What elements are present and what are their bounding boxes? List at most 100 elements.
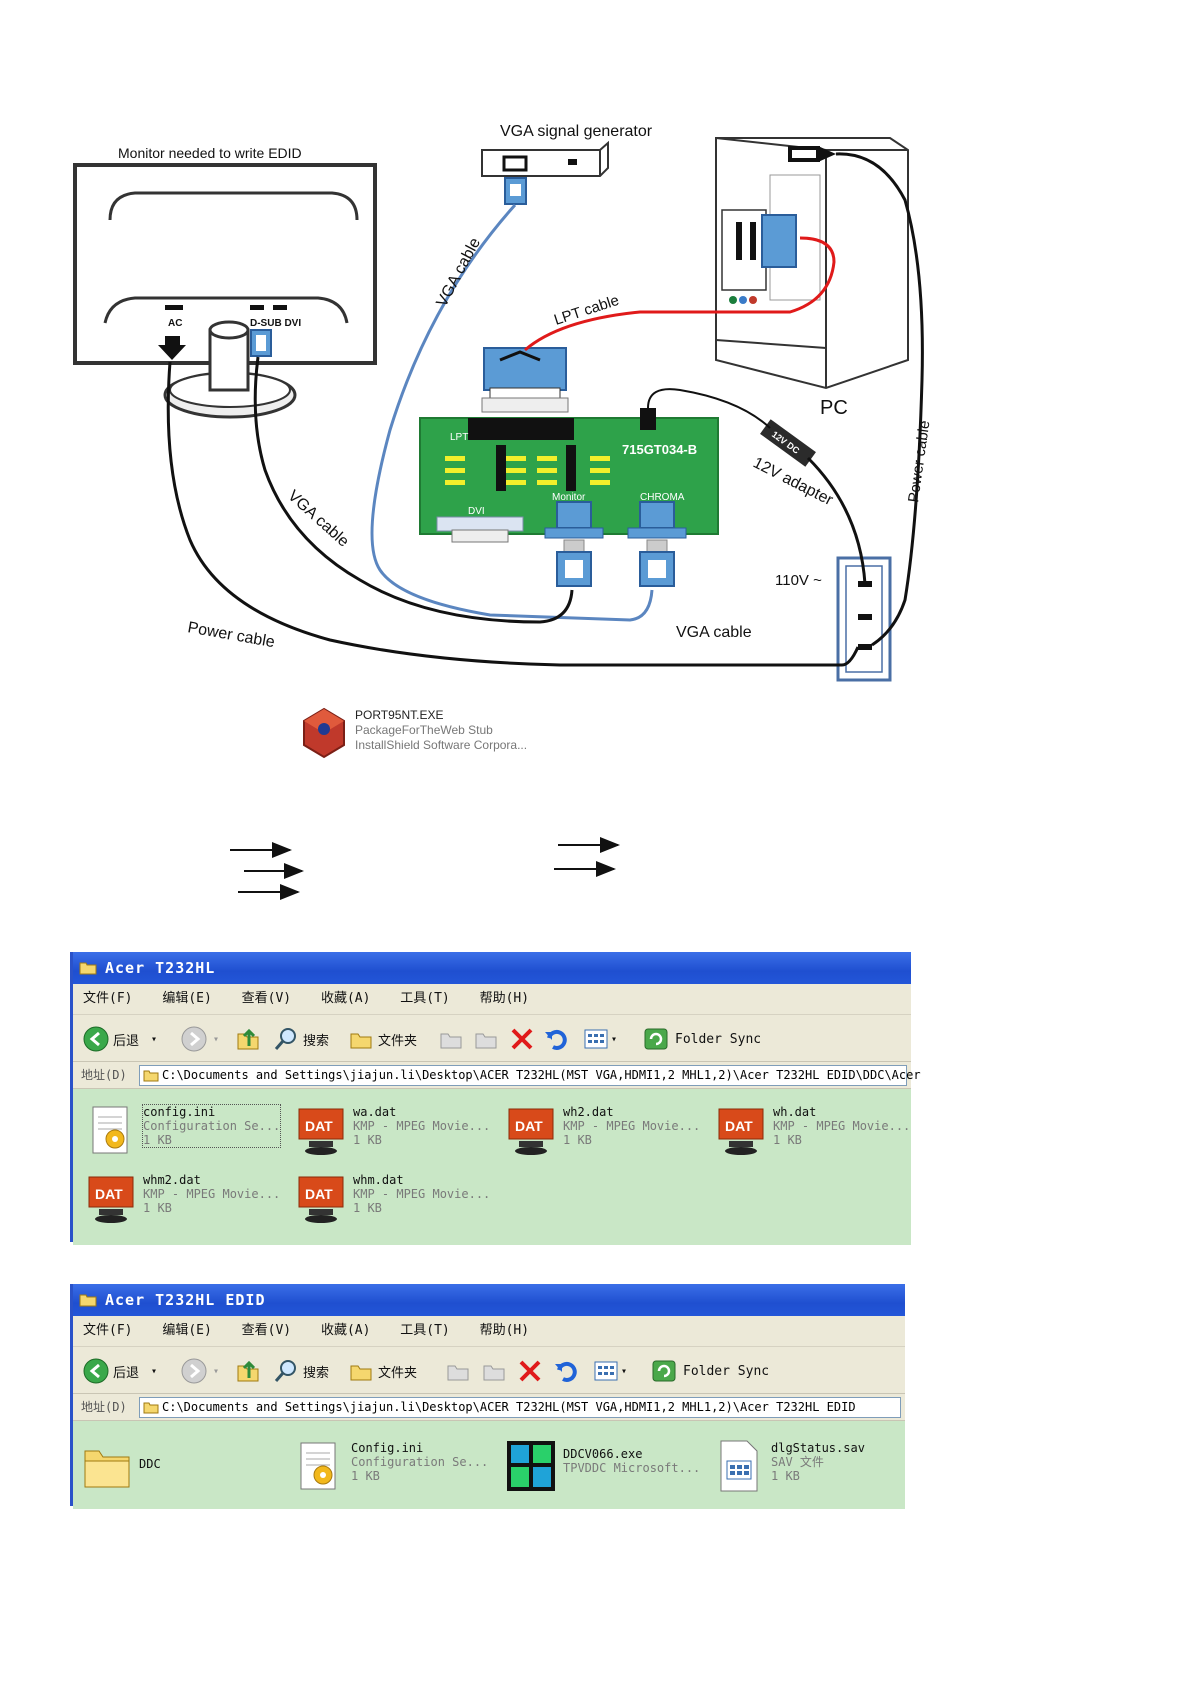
views-grid-icon (594, 1361, 618, 1381)
cable-power-left: Power cable (186, 619, 276, 651)
svg-text:DAT: DAT (305, 1118, 333, 1134)
menu-favorites[interactable]: 收藏(A) (320, 1323, 371, 1338)
installer-company: InstallShield Software Corpora... (355, 738, 528, 752)
chevron-down-icon[interactable]: ▾ (621, 1365, 628, 1377)
chevron-down-icon[interactable]: ▾ (151, 1033, 158, 1045)
installer-desc: PackageForTheWeb Stub (355, 723, 493, 737)
file-ddcv066-exe[interactable]: DDCV066.exe TPVDDC Microsoft... (505, 1435, 705, 1497)
menu-help[interactable]: 帮助(H) (479, 991, 530, 1006)
window2-titlebar[interactable]: Acer T232HL EDID (73, 1284, 905, 1316)
file-whm2-dat[interactable]: DAT whm2.dat KMP - MPEG Movie... 1 KB (85, 1167, 285, 1229)
delete-button[interactable] (509, 1026, 535, 1052)
delete-button[interactable] (517, 1358, 543, 1384)
board-name: 715GT034-B (622, 442, 697, 457)
menu-edit[interactable]: 编辑(E) (162, 1323, 212, 1338)
vga-cable-generator (370, 204, 654, 622)
adapter-to-outlet (806, 456, 867, 585)
file-config-ini-2[interactable]: Config.ini Configuration Se... 1 KB (293, 1435, 493, 1497)
undo-button[interactable] (553, 1358, 579, 1384)
views-button[interactable]: ▾ (583, 1026, 617, 1052)
file-wa-dat[interactable]: DAT wa.dat KMP - MPEG Movie... 1 KB (295, 1099, 495, 1161)
lpt-cable (524, 236, 836, 352)
search-button[interactable]: 搜索 (273, 1026, 329, 1052)
folder-ddc[interactable]: DDC (81, 1435, 281, 1497)
chevron-down-icon[interactable]: ▾ (151, 1365, 158, 1377)
board-monitor: Monitor (552, 492, 586, 503)
cable-vga-left: VGA cable (284, 487, 352, 550)
board-lpt: LPT (450, 432, 468, 443)
folder-icon (79, 962, 97, 975)
folders-icon (350, 1365, 372, 1381)
installer-box-icon (303, 707, 345, 759)
folders-button[interactable]: 文件夹 (348, 1358, 417, 1384)
menu-tools[interactable]: 工具(T) (400, 991, 450, 1006)
address-input[interactable]: C:\Documents and Settings\jiajun.li\Desk… (139, 1397, 901, 1418)
move-to-icon (440, 1033, 462, 1049)
address-label: 地址(D) (81, 1068, 127, 1082)
menu-view[interactable]: 查看(V) (241, 1323, 292, 1338)
views-button[interactable]: ▾ (593, 1358, 627, 1384)
folders-button[interactable]: 文件夹 (348, 1026, 417, 1052)
dat-file-icon: DAT (298, 1108, 344, 1155)
window2-menubar: 文件(F) 编辑(E) 查看(V) 收藏(A) 工具(T) 帮助(H) (73, 1316, 905, 1347)
menu-file[interactable]: 文件(F) (83, 1323, 133, 1338)
window1-toolbar: 后退 ▾ ▾ 搜索 文件夹 ▾ (73, 1015, 911, 1062)
dat-file-icon: DAT (718, 1108, 764, 1155)
undo-button[interactable] (543, 1026, 569, 1052)
file-config-ini[interactable]: config.ini Configuration Se... 1 KB (85, 1099, 285, 1161)
file-wh2-dat[interactable]: DAT wh2.dat KMP - MPEG Movie... 1 KB (505, 1099, 705, 1161)
folder-sync-icon (652, 1360, 676, 1382)
board (419, 408, 719, 543)
up-folder-icon (237, 1360, 259, 1382)
copy-to-button[interactable] (481, 1358, 507, 1384)
board-vga-plugs (556, 539, 675, 587)
back-arrow-icon (83, 1026, 109, 1052)
forward-button[interactable]: ▾ (181, 1358, 219, 1384)
config-file-icon (300, 1442, 336, 1490)
search-button[interactable]: 搜索 (273, 1358, 329, 1384)
up-folder-button[interactable] (235, 1026, 261, 1052)
wiring-diagram: Monitor needed to write EDID AC D-SUB DV… (73, 123, 933, 682)
copy-to-icon (475, 1033, 497, 1049)
address-input[interactable]: C:\Documents and Settings\jiajun.li\Desk… (139, 1065, 921, 1086)
menu-tools[interactable]: 工具(T) (400, 1323, 450, 1338)
folder-sync-icon (644, 1028, 668, 1050)
folder-sync-button[interactable]: Folder Sync (643, 1026, 761, 1052)
forward-arrow-icon (181, 1358, 207, 1384)
power-cable-pc (835, 152, 924, 647)
cable-vga-bottom: VGA cable (676, 624, 752, 641)
menu-help[interactable]: 帮助(H) (479, 1323, 530, 1338)
lpt-connector (481, 347, 569, 413)
chevron-down-icon[interactable]: ▾ (611, 1033, 618, 1045)
copy-to-button[interactable] (473, 1026, 499, 1052)
ac-label: AC (168, 318, 182, 329)
folder-icon (143, 1070, 159, 1082)
menu-favorites[interactable]: 收藏(A) (320, 991, 371, 1006)
menu-view[interactable]: 查看(V) (241, 991, 292, 1006)
menu-file[interactable]: 文件(F) (83, 991, 133, 1006)
up-folder-button[interactable] (235, 1358, 261, 1384)
chevron-down-icon[interactable]: ▾ (213, 1033, 220, 1045)
forward-button[interactable]: ▾ (181, 1026, 219, 1052)
move-to-button[interactable] (445, 1358, 471, 1384)
folder-sync-button[interactable]: Folder Sync (651, 1358, 769, 1384)
file-wh-dat[interactable]: DAT wh.dat KMP - MPEG Movie... 1 KB (715, 1099, 915, 1161)
file-whm-dat[interactable]: DAT whm.dat KMP - MPEG Movie... 1 KB (295, 1167, 495, 1229)
menu-edit[interactable]: 编辑(E) (162, 991, 212, 1006)
installer-name: PORT95NT.EXE (355, 708, 444, 722)
power-cable-monitor (166, 361, 860, 667)
back-button[interactable]: 后退 ▾ (83, 1358, 157, 1384)
forward-arrow-icon (181, 1026, 207, 1052)
move-to-button[interactable] (438, 1026, 464, 1052)
window2-toolbar: 后退 ▾ ▾ 搜索 文件夹 ▾ (73, 1347, 905, 1394)
installer-item[interactable]: PORT95NT.EXE PackageForTheWeb Stub Insta… (300, 705, 560, 765)
pc-label: PC (820, 397, 848, 419)
arrow-group (230, 837, 620, 900)
chevron-down-icon[interactable]: ▾ (213, 1365, 220, 1377)
svg-text:DAT: DAT (305, 1186, 333, 1202)
file-dlgstatus-sav[interactable]: dlgStatus.sav SAV 文件 1 KB (713, 1435, 913, 1497)
window1-titlebar[interactable]: Acer T232HL (73, 952, 911, 984)
back-button[interactable]: 后退 ▾ (83, 1026, 157, 1052)
cable-lpt: LPT cable (552, 292, 621, 329)
search-icon (274, 1028, 296, 1050)
